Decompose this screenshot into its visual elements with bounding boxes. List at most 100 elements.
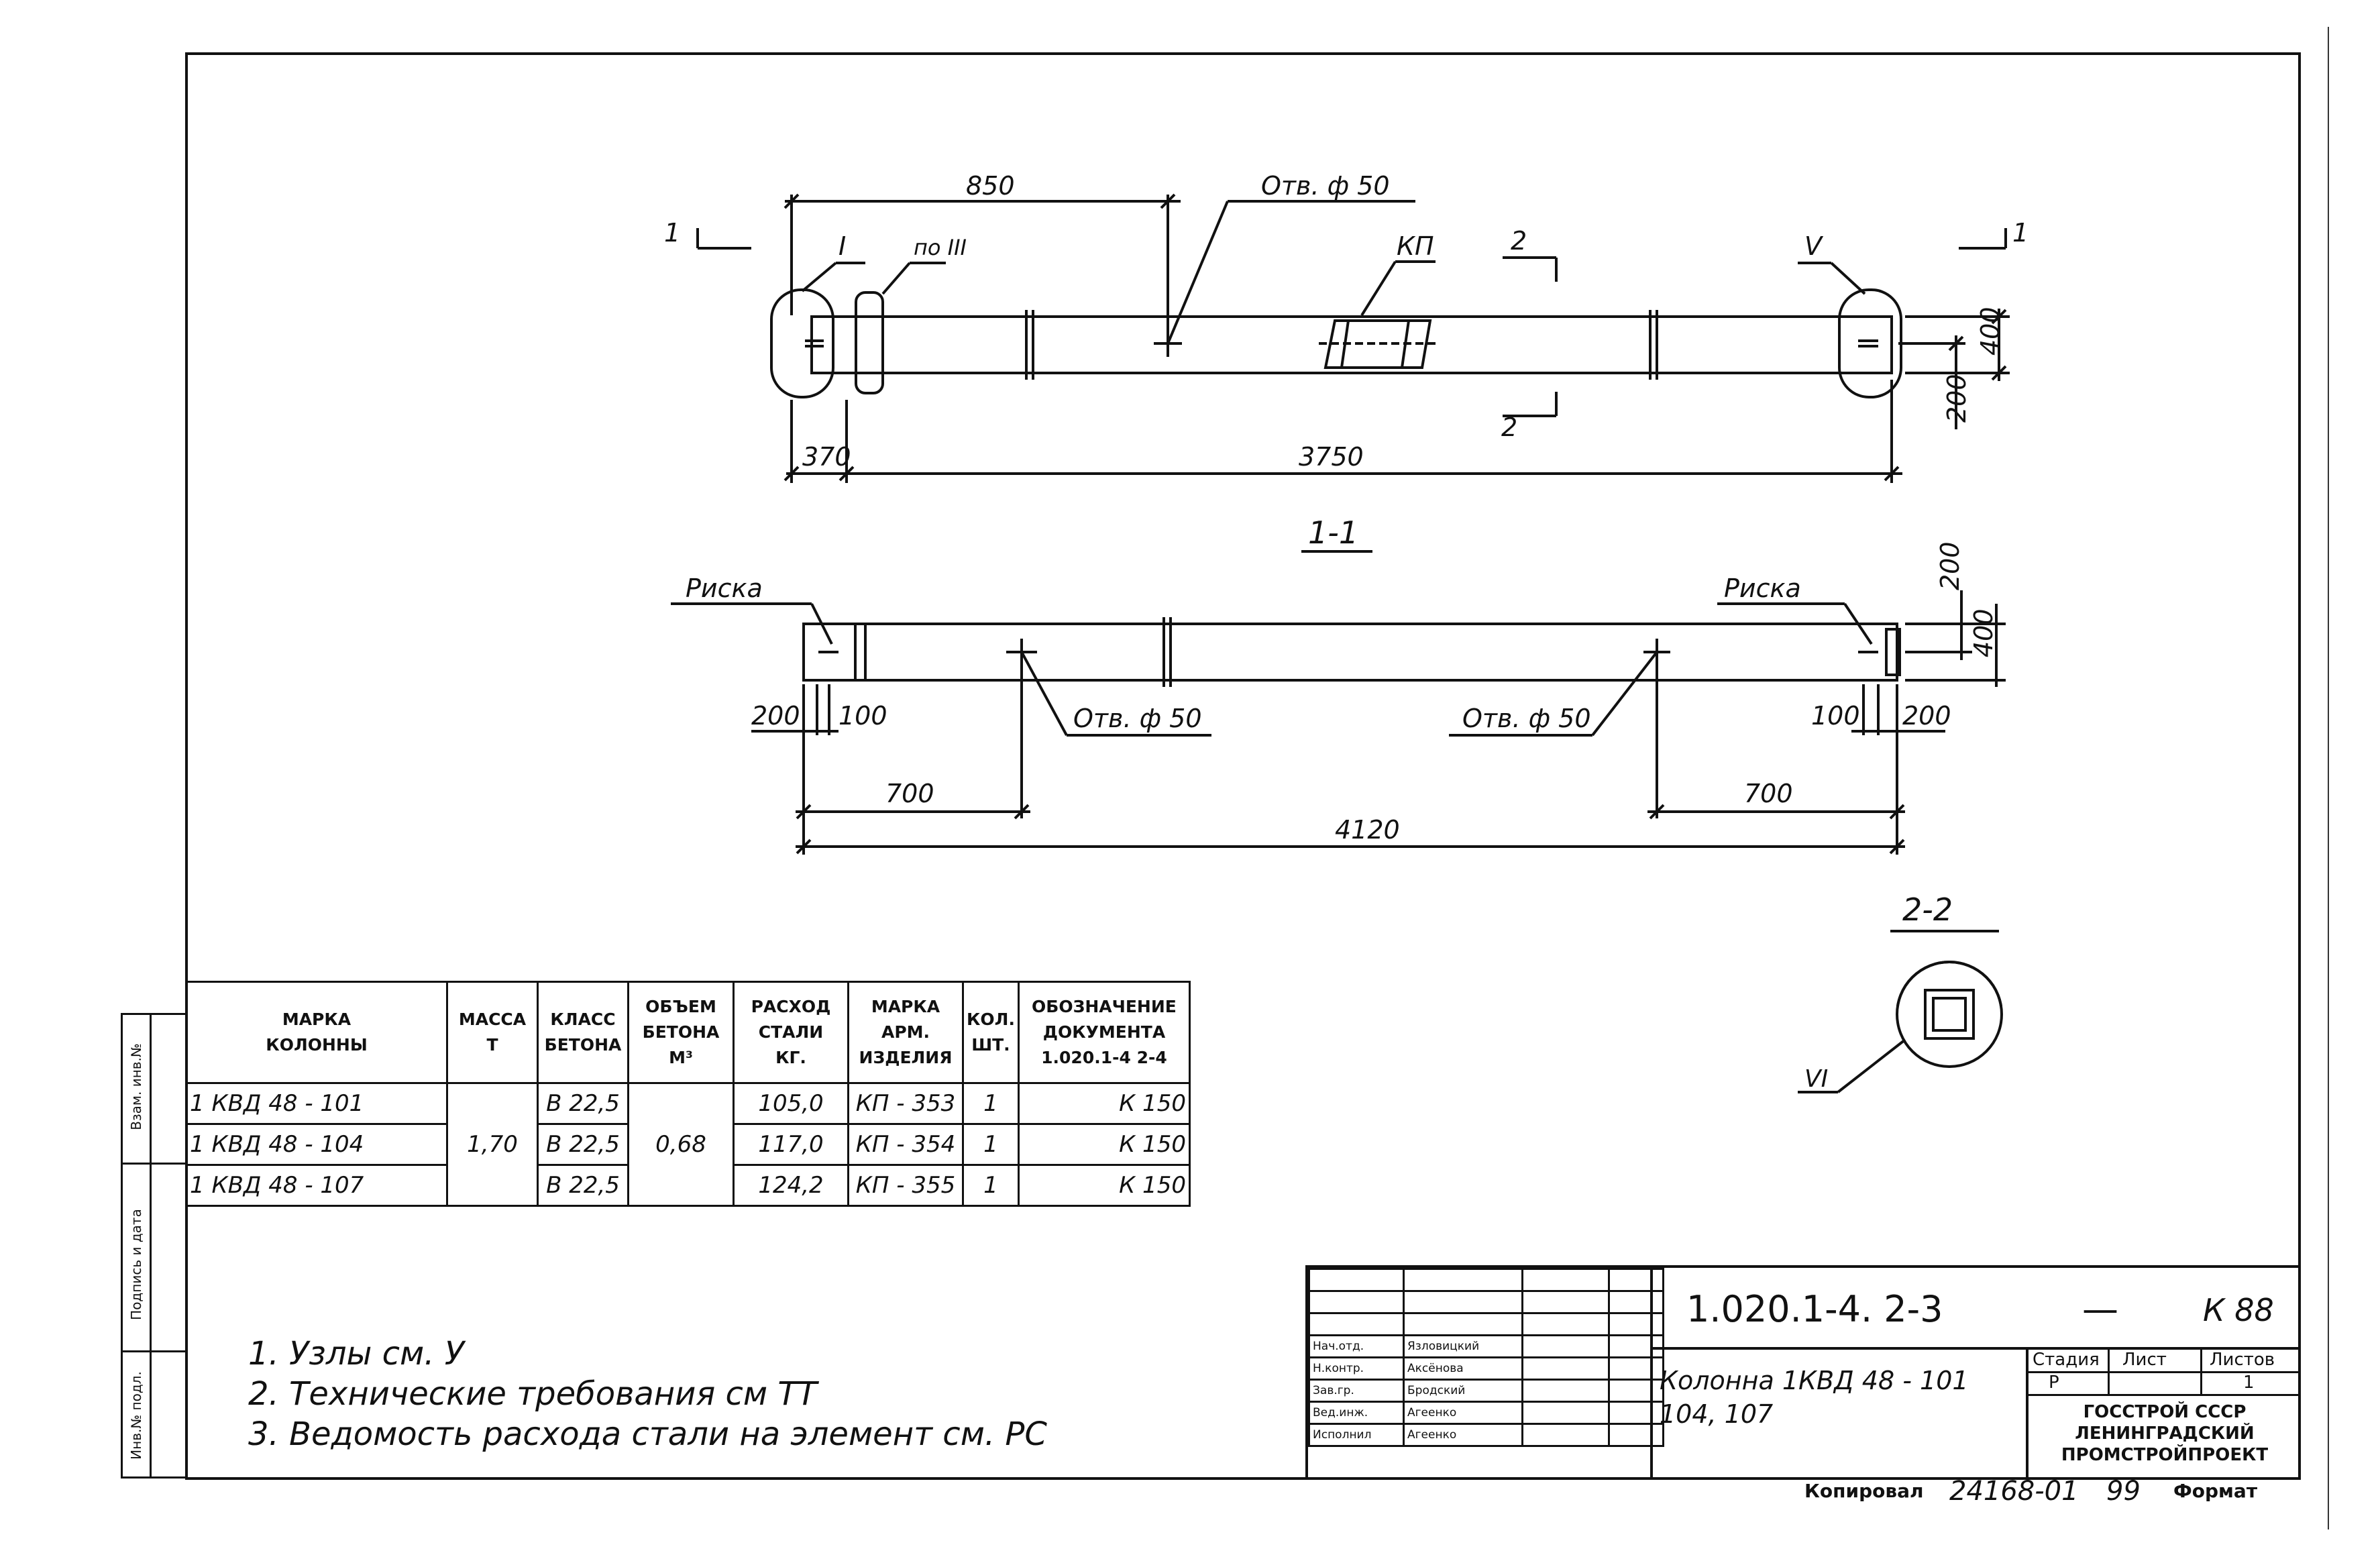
dim-4120: 4120 [1335, 815, 1400, 845]
doc-name-2: 104, 107 [1660, 1399, 1774, 1429]
header-qty: КОЛ.ШТ. [962, 981, 1020, 1084]
dim-700-right: 700 [1744, 779, 1793, 808]
dim-400: 400 [1976, 307, 2005, 356]
copied-label: Копировал [1804, 1480, 1924, 1502]
name-2: Бродский [1403, 1379, 1523, 1403]
doc-code: 1.020.1-4. 2-3 [1686, 1288, 1943, 1330]
sheet-edge-right [2328, 27, 2329, 1529]
dim-700-left: 700 [885, 779, 934, 808]
drawing-frame [185, 52, 2301, 1480]
org-3: ПРОМСТРОЙПРОЕКТ [2061, 1445, 2269, 1465]
note-3: 3. Ведомость расхода стали на элемент см… [248, 1415, 1047, 1453]
notes: 1. Узлы см. У 2. Технические требования … [248, 1334, 1047, 1454]
role-3: Вед.инж. [1308, 1401, 1405, 1425]
section-2-bottom: 2 [1501, 413, 1517, 442]
name-0: Язловицкий [1403, 1334, 1523, 1358]
sheets-value: 1 [2243, 1373, 2255, 1393]
row-class: В 22,5 [537, 1082, 629, 1125]
row-class: В 22,5 [537, 1123, 629, 1166]
kp-label: КП [1397, 231, 1434, 261]
name-4: Агеенко [1403, 1423, 1523, 1447]
org-2: ЛЕНИНГРАДСКИЙ [2075, 1423, 2255, 1444]
role-4: Исполнил [1308, 1423, 1405, 1447]
dim-100-left: 100 [839, 701, 887, 731]
hole-label-left: Отв. ф 50 [1073, 704, 1202, 733]
node-V-label: V [1804, 231, 1824, 261]
row-mark: 1 КВД 48 - 101 [185, 1082, 448, 1125]
row-volume: 0,68 [627, 1082, 735, 1207]
column-drawing: 1 1 I по III V Отв. ф 50 КП 2 2 850 370 … [664, 171, 2029, 1006]
table-row: 1 КВД 48 - 101 1,70 В 22,5 0,68 105,0 КП… [185, 1082, 1191, 1207]
page-number: 99 [2106, 1476, 2141, 1507]
org-1: ГОССТРОЙ СССР [2083, 1402, 2247, 1422]
row-mark: 1 КВД 48 - 104 [185, 1123, 448, 1166]
table-row: 1 КВД 48 - 107 В 22,5 124,2 КП - 355 1 К… [185, 1164, 1191, 1207]
node-III-plate [855, 291, 884, 394]
section-mark-left: 1 [664, 218, 680, 248]
row-arm: КП - 353 [847, 1082, 964, 1125]
stage-value: Р [2049, 1373, 2059, 1393]
node-VI-label: VI [1804, 1065, 1828, 1093]
hole-label-right: Отв. ф 50 [1462, 704, 1591, 733]
side-stamp-sign: Подпись и дата [128, 1209, 144, 1320]
row-qty: 1 [962, 1082, 1020, 1125]
side-stamp: Взам. инв.№ Подпись и дата Инв.№ подл. [121, 1013, 187, 1479]
row-qty: 1 [962, 1164, 1020, 1207]
dim-100-right: 100 [1811, 701, 1860, 731]
note-1: 1. Узлы см. У [248, 1335, 465, 1373]
dim-3750: 3750 [1299, 442, 1364, 472]
row-doc: К 150 [1017, 1123, 1191, 1166]
format-label: Формат [2173, 1480, 2258, 1502]
riska-left: Риска [686, 574, 763, 603]
riska-right: Риска [1724, 574, 1801, 603]
dim-400-v: 400 [1969, 608, 1998, 657]
dim-200-v: 200 [1935, 541, 1965, 590]
title-block: Нач.отд.Язловицкий Н.контр.Аксёнова Зав.… [1305, 1265, 2301, 1477]
role-1: Н.контр. [1308, 1356, 1405, 1381]
doc-number: 24168-01 [1949, 1476, 2079, 1507]
node-I-loop [770, 288, 834, 398]
dim-850: 850 [966, 171, 1015, 201]
section-2-top: 2 [1511, 226, 1527, 256]
stage-label: Стадия [2033, 1350, 2100, 1370]
row-steel: 117,0 [733, 1123, 849, 1166]
role-2: Зав.гр. [1308, 1379, 1405, 1403]
dim-370: 370 [802, 442, 851, 472]
doc-name-1: Колонна 1КВД 48 - 101 [1660, 1366, 1969, 1395]
section-mark-right: 1 [2012, 218, 2029, 248]
section-1-1-title: 1-1 [1308, 515, 1358, 551]
note-2: 2. Технические требования см ТТ [248, 1375, 817, 1413]
sheets-label: Листов [2210, 1350, 2275, 1370]
side-stamp-vzam: Взам. инв.№ [128, 1043, 144, 1130]
table-row: 1 КВД 48 - 104 В 22,5 117,0 КП - 354 1 К… [185, 1123, 1191, 1166]
name-1: Аксёнова [1403, 1356, 1523, 1381]
side-stamp-inv: Инв.№ подл. [128, 1371, 144, 1460]
hole-label-plan: Отв. ф 50 [1261, 171, 1390, 201]
dim-200-right: 200 [1902, 701, 1951, 731]
column-plan-outline [810, 315, 1893, 374]
node-I-label: I [839, 231, 846, 261]
role-0: Нач.отд. [1308, 1334, 1405, 1358]
row-steel: 124,2 [733, 1164, 849, 1207]
row-arm: КП - 355 [847, 1164, 964, 1207]
name-3: Агеенко [1403, 1401, 1523, 1425]
section-2-2-title: 2-2 [1902, 892, 1953, 928]
row-doc: К 150 [1017, 1082, 1191, 1125]
row-qty: 1 [962, 1123, 1020, 1166]
row-steel: 105,0 [733, 1082, 849, 1125]
row-class: В 22,5 [537, 1164, 629, 1207]
dim-200: 200 [1942, 374, 1971, 423]
kp-insert [1323, 319, 1432, 369]
sheet-code: К 88 [2203, 1292, 2274, 1328]
section-2-2-detail: VI [1798, 961, 2003, 1093]
row-mark: 1 КВД 48 - 107 [185, 1164, 448, 1207]
row-doc: К 150 [1017, 1164, 1191, 1207]
sheet-label: Лист [2122, 1350, 2167, 1370]
row-mass: 1,70 [446, 1082, 539, 1207]
